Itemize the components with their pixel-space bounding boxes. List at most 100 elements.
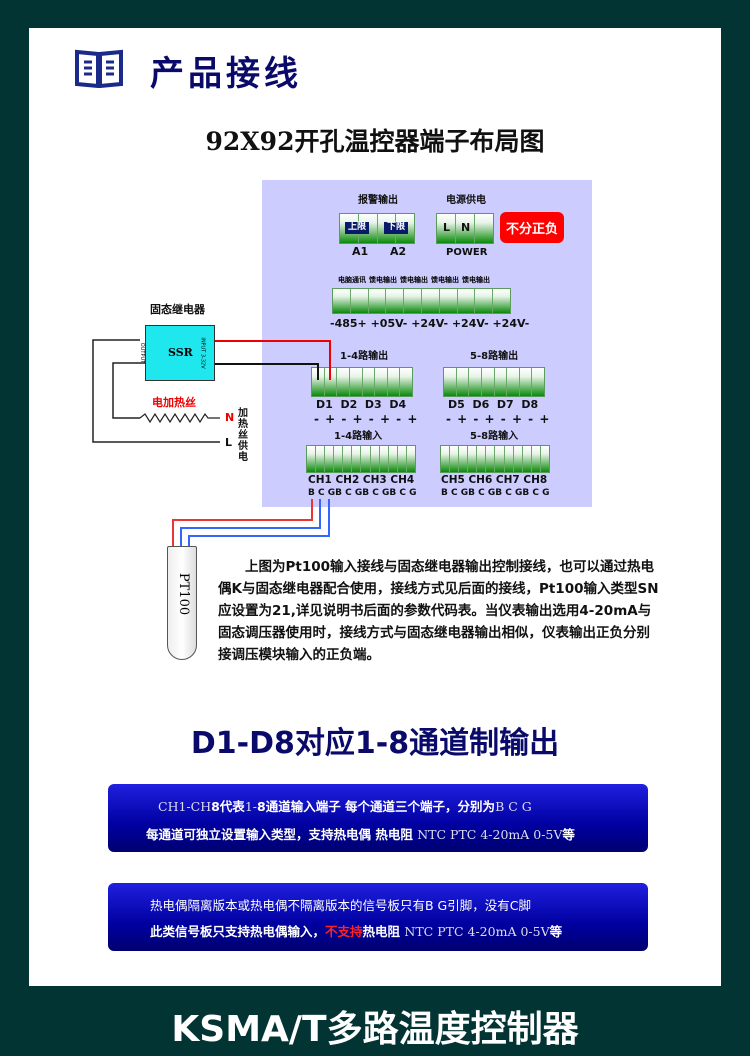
heater-label: 电加热丝 <box>152 396 196 409</box>
in58-names: CH5 CH6 CH7 CH8 <box>441 474 548 486</box>
terminal-slot <box>459 446 469 472</box>
terminal-slot <box>437 214 456 243</box>
note2-line2: 此类信号板只支持热电偶输入，不支持热电阻 NTC PTC 4-20mA 0-5V… <box>150 921 562 940</box>
aux-terminals <box>332 288 511 314</box>
text: NTC PTC 4-20mA 0-5V <box>417 827 563 842</box>
terminal-slot <box>422 289 440 313</box>
terminal-slot <box>307 446 317 472</box>
terminal-slot <box>369 289 387 313</box>
terminal-slot <box>532 446 541 472</box>
ssr-input-label: INPUT 3-32V <box>199 337 206 369</box>
in58-label: 5-8路输入 <box>470 431 519 442</box>
terminal-slot <box>457 368 470 396</box>
output-1-4-terminals <box>311 367 413 397</box>
book-icon <box>75 49 123 88</box>
heater-l: L <box>225 436 233 449</box>
terminal-slot <box>469 368 482 396</box>
terminal-slot <box>359 214 378 243</box>
input-5-8-terminals <box>440 445 550 473</box>
terminal-slot <box>486 446 496 472</box>
polarity-5-8: - + - + - + - + <box>446 412 551 426</box>
terminal-slot <box>333 289 351 313</box>
aux-values: -485+ +05V- +24V- +24V- +24V- <box>330 317 530 330</box>
description-text: 上图为Pt100输入接线与固态继电器输出控制接线，也可以通过热电偶K与固态继电器… <box>218 559 659 663</box>
input-1-4-terminals <box>306 445 416 473</box>
terminal-slot <box>334 446 344 472</box>
terminal-slot <box>325 446 335 472</box>
terminal-slot <box>477 446 487 472</box>
terminal-slot <box>312 368 325 396</box>
upper-limit-badge: 上限 <box>345 222 370 234</box>
text: 1- <box>244 799 257 814</box>
terminal-slot <box>456 214 475 243</box>
aux-label: 电脑通讯 <box>338 276 366 284</box>
note-box-1: CH1-CH8代表1-8通道输入端子 每个通道三个端子，分别为B C G 每通道… <box>108 784 648 852</box>
note-box-2: 热电偶隔离版本或热电偶不隔离版本的信号板只有B G引脚，没有C脚 此类信号板只支… <box>108 883 648 951</box>
in58-bcg: B C GB C GB C GB C G <box>441 488 550 498</box>
text: B C G <box>495 799 532 814</box>
aux-label: 馈电输出 <box>431 276 459 284</box>
terminal-slot <box>325 368 338 396</box>
terminal-slot <box>495 368 508 396</box>
out58-names: D5 D6 D7 D8 <box>448 398 539 411</box>
terminal-slot <box>343 446 353 472</box>
terminal-slot <box>363 368 376 396</box>
out14-names: D1 D2 D3 D4 <box>316 398 407 411</box>
text: 8通道输入端子 每个通道三个端子，分别为 <box>257 799 496 814</box>
in14-label: 1-4路输入 <box>334 431 383 442</box>
terminal-slot <box>361 446 371 472</box>
in14-bcg: B C GB C GB C GB C G <box>308 488 417 498</box>
sensor-label: PT100 <box>176 572 192 616</box>
terminal-slot <box>351 289 369 313</box>
terminal-slot <box>444 368 457 396</box>
output-5-8-terminals <box>443 367 545 397</box>
text: 不支持 <box>325 924 363 939</box>
terminal-slot <box>482 368 495 396</box>
terminal-slot <box>398 446 407 472</box>
terminal-slot <box>468 446 478 472</box>
terminal-slot <box>523 446 532 472</box>
terminal-slot <box>352 446 362 472</box>
text: 8代表 <box>211 799 245 814</box>
terminal-slot <box>514 446 523 472</box>
terminal-slot <box>388 368 401 396</box>
mapping-title: D1-D8对应1-8通道制输出 <box>190 726 560 761</box>
text: CH1-CH <box>158 799 212 814</box>
text: 热电阻 <box>362 924 401 939</box>
text: 等 <box>549 924 563 939</box>
diagram-title: 92X92开孔温控器端子布局图 <box>205 127 545 156</box>
aux-label: 馈电输出 <box>400 276 428 284</box>
no-polarity-badge: 不分正负 <box>500 212 564 243</box>
terminal-slot <box>389 446 398 472</box>
lower-limit-badge: 下限 <box>384 222 409 234</box>
power-l: L <box>443 221 451 234</box>
ssr-name: SSR <box>168 346 193 359</box>
heater-supply-label: 加热丝供电 <box>238 408 248 463</box>
out58-label: 5-8路输出 <box>470 351 519 362</box>
terminal-slot <box>450 446 460 472</box>
text: 每通道可独立设置输入类型，支持热电偶 热电阻 <box>146 827 413 842</box>
a1-label: A1 <box>352 245 369 258</box>
power-text: POWER <box>446 247 488 258</box>
in14-names: CH1 CH2 CH3 CH4 <box>308 474 415 486</box>
ssr-output-label: OUTPUT <box>139 342 146 364</box>
pt100-sensor: PT100 <box>167 546 197 660</box>
text: 此类信号板只支持热电偶输入， <box>150 924 326 939</box>
heater-n: N <box>225 411 235 424</box>
note1-line2: 每通道可独立设置输入类型，支持热电偶 热电阻 NTC PTC 4-20mA 0-… <box>146 824 575 843</box>
ssr-module: SSR OUTPUT INPUT 3-32V <box>139 325 215 381</box>
note2-line1: 热电偶隔离版本或热电偶不隔离版本的信号板只有B G引脚，没有C脚 <box>150 898 531 913</box>
power-terminals <box>436 213 494 244</box>
wiring-lines <box>92 339 331 548</box>
terminal-slot <box>316 446 326 472</box>
power-label: 电源供电 <box>446 195 486 206</box>
power-n: N <box>461 221 471 234</box>
terminal-slot <box>475 289 494 313</box>
ssr-title: 固态继电器 <box>150 303 205 316</box>
footer-title: KSMA/T多路温度控制器 <box>171 1009 579 1050</box>
terminal-slot <box>404 289 422 313</box>
alarm-label: 报警输出 <box>358 195 398 206</box>
text: 等 <box>562 827 575 842</box>
page-title: 产品接线 <box>150 54 302 94</box>
terminal-slot <box>520 368 533 396</box>
